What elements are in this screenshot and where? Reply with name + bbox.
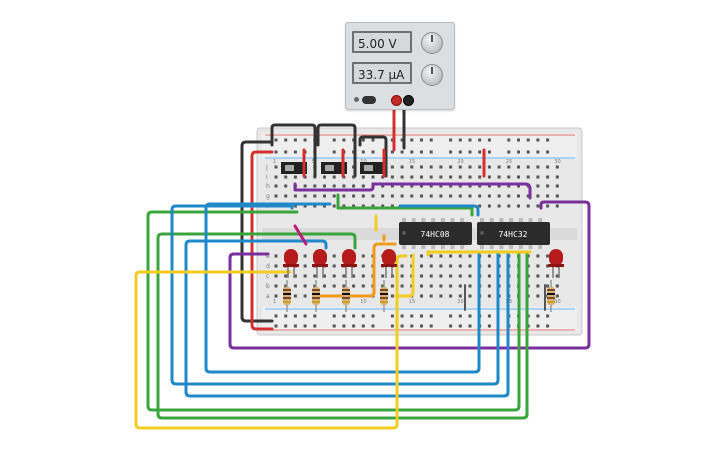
chip-label: 74HC32 <box>499 230 528 239</box>
chip-74hc32[interactable]: 74HC32 <box>477 218 550 249</box>
wires[interactable] <box>134 98 591 430</box>
row-label: d <box>266 263 270 270</box>
slide-switch[interactable] <box>281 162 307 174</box>
column-label: 1 <box>273 159 276 165</box>
column-label: 15 <box>409 159 415 165</box>
chip-74hc08[interactable]: 74HC08 <box>399 218 472 249</box>
column-label: 5 <box>312 159 315 165</box>
row-label: g <box>266 193 270 200</box>
power-indicator-icon <box>354 97 359 102</box>
slide-switch[interactable] <box>321 162 347 174</box>
resistor[interactable] <box>380 280 388 312</box>
current-knob[interactable] <box>421 64 443 86</box>
negative-terminal[interactable] <box>403 95 414 106</box>
led[interactable] <box>548 249 564 278</box>
current-display: 33.7 µA <box>352 62 412 84</box>
power-supply[interactable]: 5.00 V 33.7 µA <box>345 22 455 110</box>
led[interactable] <box>341 249 357 278</box>
column-label: 25 <box>506 159 512 165</box>
resistor[interactable] <box>312 280 320 312</box>
column-label: 1 <box>273 299 276 305</box>
column-label: 10 <box>360 299 366 305</box>
led[interactable] <box>283 249 299 278</box>
row-label: e <box>266 253 270 260</box>
column-label: 20 <box>457 159 463 165</box>
led[interactable] <box>381 249 397 278</box>
row-label: b <box>266 283 270 290</box>
positive-terminal[interactable] <box>391 95 402 106</box>
column-label: 30 <box>554 159 560 165</box>
row-label: h <box>266 183 270 190</box>
resistor[interactable] <box>342 280 350 312</box>
slide-switch[interactable] <box>360 162 386 174</box>
column-label: 15 <box>409 299 415 305</box>
row-label: c <box>266 273 269 280</box>
column-label: 30 <box>554 299 560 305</box>
led[interactable] <box>312 249 328 278</box>
row-label: a <box>266 293 270 300</box>
resistor[interactable] <box>547 280 555 312</box>
resistor[interactable] <box>283 280 291 312</box>
column-label: 20 <box>457 299 463 305</box>
chip-label: 74HC08 <box>421 230 450 239</box>
voltage-knob[interactable] <box>421 32 443 54</box>
row-label: j <box>265 164 268 171</box>
voltage-display: 5.00 V <box>352 31 412 53</box>
row-label: i <box>266 174 268 181</box>
power-switch[interactable] <box>362 96 376 104</box>
